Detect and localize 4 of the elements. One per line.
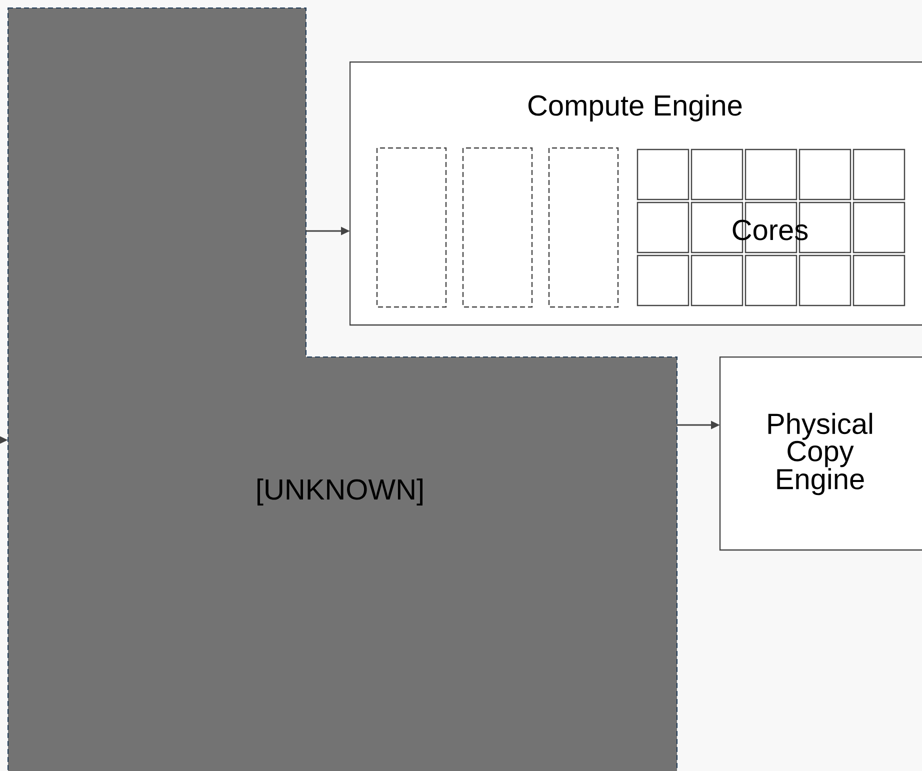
slot-box [462, 147, 533, 308]
engine-box: Physical Copy Engine [719, 356, 922, 551]
slot-box [376, 147, 447, 308]
slot-box [548, 147, 619, 308]
